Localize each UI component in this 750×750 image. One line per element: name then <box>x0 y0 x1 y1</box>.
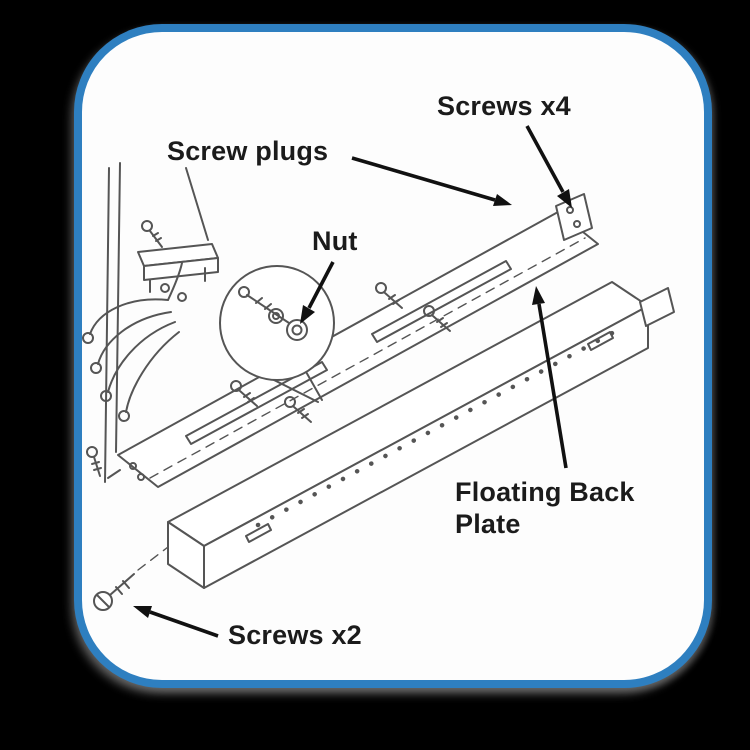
arrow-screw-plugs <box>351 156 512 206</box>
floating-back-plate <box>107 211 599 488</box>
label-screw-plugs: Screw plugs <box>167 136 329 166</box>
screw-glyphs <box>86 282 451 477</box>
label-nut: Nut <box>312 226 358 256</box>
label-screws-x4: Screws x4 <box>437 91 571 121</box>
bottom-screw <box>93 546 169 611</box>
callout-balloon <box>219 265 335 403</box>
nut-detail <box>238 286 308 341</box>
arrow-screws-x2 <box>133 606 219 638</box>
label-floating-back-plate: Floating Back Plate <box>455 477 635 540</box>
arrow-floating-back-plate <box>532 286 568 469</box>
front-rail <box>167 281 675 589</box>
arrow-nut <box>300 261 335 324</box>
plate-end-tab <box>555 193 593 241</box>
arrow-screws-x4 <box>525 125 572 208</box>
label-screws-x2: Screws x2 <box>228 620 362 650</box>
wires <box>82 262 183 422</box>
